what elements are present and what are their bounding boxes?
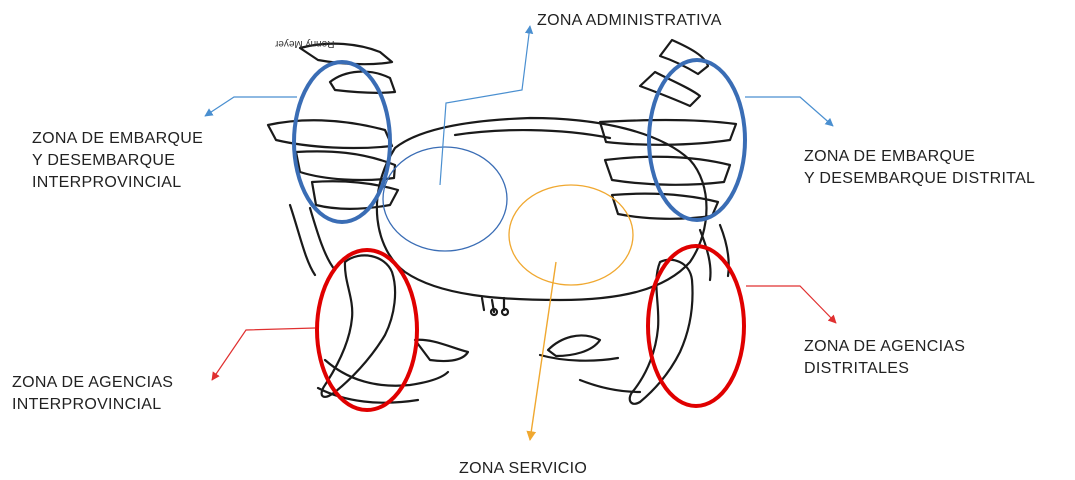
- label-zona-agencias-interprovincial: ZONA DE AGENCIAS INTERPROVINCIAL: [12, 372, 173, 416]
- label-zona-servicio: ZONA SERVICIO: [459, 458, 587, 480]
- label-zona-agencias-distritales: ZONA DE AGENCIAS DISTRITALES: [804, 336, 965, 380]
- label-line: ZONA ADMINISTRATIVA: [537, 10, 722, 32]
- label-zona-embarque-distrital: ZONA DE EMBARQUE Y DESEMBARQUE DISTRITAL: [804, 146, 1035, 190]
- zone-ellipse-embarque-interprovincial: [294, 62, 390, 222]
- arrow-embarque-interprovincial: [205, 97, 297, 116]
- zone-ellipse-administrativa: [383, 147, 507, 251]
- label-line: ZONA DE EMBARQUE: [32, 128, 203, 150]
- label-line: INTERPROVINCIAL: [32, 172, 203, 194]
- arrow-embarque-distrital: [745, 97, 833, 126]
- zone-ellipse-agencias-distritales: [648, 246, 744, 406]
- arrow-agencias-interprovincial: [212, 328, 315, 380]
- label-line: Y DESEMBARQUE DISTRITAL: [804, 168, 1035, 190]
- zone-ellipse-agencias-interprovincial: [317, 250, 417, 410]
- arrow-administrativa: [440, 26, 530, 185]
- arrow-agencias-distritales: [746, 286, 836, 323]
- zone-ellipse-servicio: [509, 185, 633, 285]
- label-line: INTERPROVINCIAL: [12, 394, 173, 416]
- label-line: ZONA SERVICIO: [459, 458, 587, 480]
- label-line: DISTRITALES: [804, 358, 965, 380]
- label-line: ZONA DE AGENCIAS: [804, 336, 965, 358]
- label-zona-embarque-interprovincial: ZONA DE EMBARQUE Y DESEMBARQUE INTERPROV…: [32, 128, 203, 194]
- label-line: ZONA DE EMBARQUE: [804, 146, 1035, 168]
- watermark-signature: Ronny Meyer: [275, 38, 334, 49]
- label-line: ZONA DE AGENCIAS: [12, 372, 173, 394]
- label-line: Y DESEMBARQUE: [32, 150, 203, 172]
- label-zona-administrativa: ZONA ADMINISTRATIVA: [537, 10, 722, 32]
- arrow-servicio: [530, 262, 556, 440]
